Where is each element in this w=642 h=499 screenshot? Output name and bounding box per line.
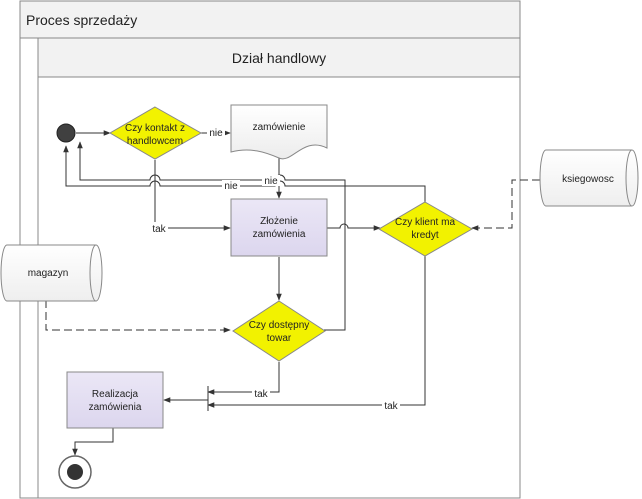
decision-contact-label-line1: Czy kontakt z — [125, 123, 185, 134]
pool-header — [19, 0, 521, 39]
datastore-warehouse: magazyn — [0, 244, 103, 302]
document-order-label: zamówienie — [253, 122, 306, 133]
decision-stock-label-line2: towar — [267, 333, 292, 344]
activity-fulfill-order-line1: Realizacja — [92, 389, 139, 400]
activity-place-order-line2: zamówienia — [253, 229, 306, 240]
lane-title: Dział handlowy — [232, 50, 326, 66]
decision-contact: Czy kontakt z handlowcem — [109, 106, 203, 160]
decision-stock-label-line1: Czy dostępny — [249, 320, 310, 331]
decision-credit-label-line2: kredyt — [411, 230, 438, 241]
document-order: zamówienie — [230, 104, 328, 160]
lane-header — [37, 37, 521, 78]
edge-label-credit-yes: tak — [384, 401, 398, 412]
activity-place-order-line1: Złożenie — [260, 216, 298, 227]
edge-stock-yes-to-fulfill — [207, 362, 280, 395]
edge-place-to-credit — [327, 223, 381, 231]
datastore-accounting: ksiegowosc — [539, 149, 639, 207]
edge-label-credit-no: nie — [264, 176, 278, 187]
edge-label-contact-no: nie — [209, 128, 223, 139]
activity-fulfill-order-line2: zamówienia — [89, 402, 142, 413]
datastore-accounting-label: ksiegowosc — [562, 174, 614, 185]
edge-warehouse-to-stock — [45, 300, 231, 333]
edge-credit-yes-to-fulfill — [207, 255, 426, 408]
start-event — [56, 123, 76, 143]
activity-fulfill-order: Realizacja zamówienia — [66, 371, 164, 429]
decision-stock: Czy dostępny towar — [232, 300, 326, 362]
decision-contact-label-line2: handlowcem — [127, 136, 183, 147]
activity-place-order: Złożenie zamówienia — [230, 198, 328, 257]
edge-label-stock-yes: tak — [254, 389, 268, 400]
decision-credit-label-line1: Czy klient ma — [395, 217, 455, 228]
edge-credit-no-to-start — [63, 145, 426, 203]
decision-credit: Czy klient ma kredyt — [378, 201, 474, 257]
lane: Dział handlowy — [37, 37, 521, 499]
edge-label-contact-yes: tak — [152, 224, 166, 235]
datastore-warehouse-label: magazyn — [28, 268, 69, 279]
edge-fulfill-to-end — [72, 428, 114, 456]
edge-label-credit-no-2: nie — [224, 181, 238, 192]
pool-title: Proces sprzedaży — [26, 12, 137, 28]
edge-accounting-to-credit — [471, 179, 540, 231]
end-event — [58, 455, 92, 489]
